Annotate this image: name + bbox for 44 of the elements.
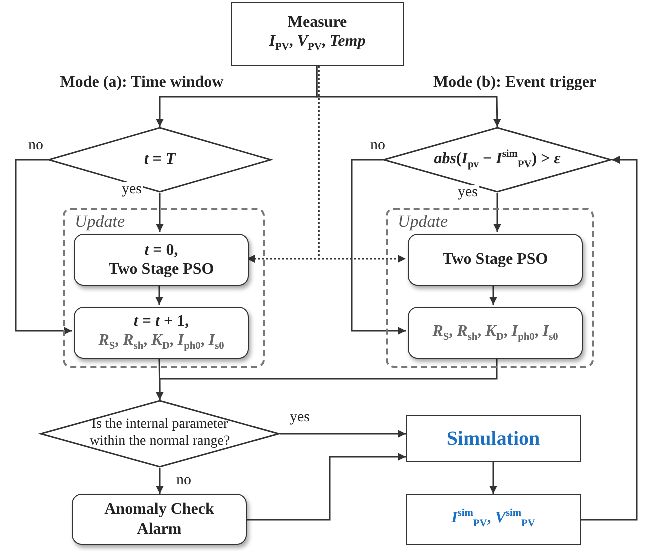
group-title: Update <box>397 212 450 232</box>
process-box <box>74 307 249 359</box>
edge-label: yes <box>121 182 143 198</box>
edge-label: yes <box>457 186 479 200</box>
dashed-group-box <box>386 208 594 368</box>
arrow <box>280 430 406 438</box>
node-text: Two Stage PSO <box>108 260 216 280</box>
mode-label: Mode (a): Time window <box>60 74 224 92</box>
node-text: I$_{PV}$, V$_{PV}$, Temp <box>268 32 367 55</box>
node-text: Is the internal parameter within the normal range? <box>88 417 232 451</box>
arrow <box>316 66 502 128</box>
mode-label: Mode (b): Event trigger <box>433 74 597 92</box>
arrow <box>156 357 498 400</box>
arrow <box>15 159 72 335</box>
arrow <box>156 284 164 305</box>
node-text: Measure <box>286 13 348 32</box>
process-box <box>74 234 249 286</box>
process-box <box>72 494 247 545</box>
process-box <box>408 307 583 359</box>
arrow <box>581 156 638 521</box>
arrow <box>318 66 406 263</box>
arrow <box>156 468 164 494</box>
process-box <box>406 415 581 462</box>
node-text: Anomaly Check Alarm <box>104 500 216 539</box>
node-text: abs(I$_{pv}$ − I$^{sim}$$_{PV}$) > ε <box>433 148 562 172</box>
process-box <box>406 494 581 545</box>
node-text: R$_{S}$, R$_{sh}$, K$_{D}$, I$_{ph0}$, I$_{s0}$ <box>432 322 560 344</box>
arrow <box>490 462 498 494</box>
node-text: t = t + 1, <box>132 312 190 332</box>
arrow <box>156 193 164 232</box>
dashed-group-box <box>63 208 265 368</box>
arrow <box>247 453 406 521</box>
arrow <box>494 193 502 232</box>
arrow <box>490 284 498 305</box>
arrow <box>351 159 406 335</box>
group-title: Update <box>74 212 126 232</box>
node-text: Simulation <box>446 426 542 450</box>
decision-diamond <box>40 400 280 468</box>
node-text: t = T <box>143 150 178 170</box>
process-box <box>408 234 583 286</box>
node-text: t = 0, <box>144 240 180 260</box>
node-text: Two Stage PSO <box>442 250 550 270</box>
node-text: R$_{S}$, R$_{sh}$, K$_{D}$, I$_{ph0}$, I$_{s0}$ <box>98 331 226 354</box>
process-box <box>231 2 404 66</box>
